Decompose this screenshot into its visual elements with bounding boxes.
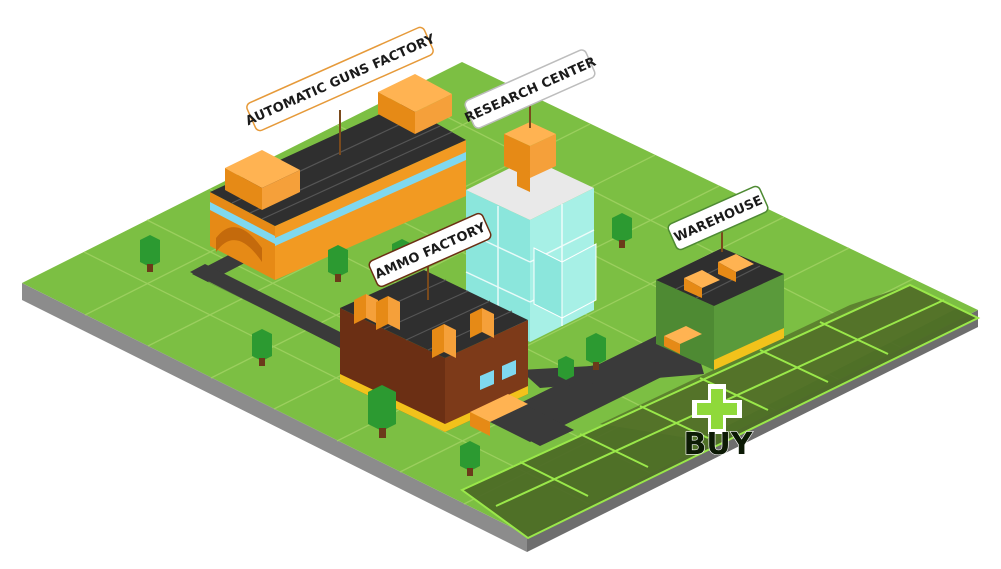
buy-label: BUY — [684, 427, 754, 462]
sign-poles — [339, 105, 723, 300]
tree — [252, 329, 272, 366]
tree — [328, 245, 348, 282]
tree — [460, 441, 480, 476]
automatic-guns-factory[interactable] — [210, 74, 466, 280]
buy-button[interactable]: BUY — [683, 384, 754, 463]
plus-icon — [692, 384, 742, 434]
warehouse[interactable] — [656, 248, 784, 370]
tree — [368, 385, 396, 438]
road — [190, 246, 704, 446]
tree — [140, 235, 160, 272]
tree — [558, 356, 574, 380]
ammo-factory[interactable] — [340, 270, 528, 436]
tree — [586, 333, 606, 370]
tree — [612, 213, 632, 248]
